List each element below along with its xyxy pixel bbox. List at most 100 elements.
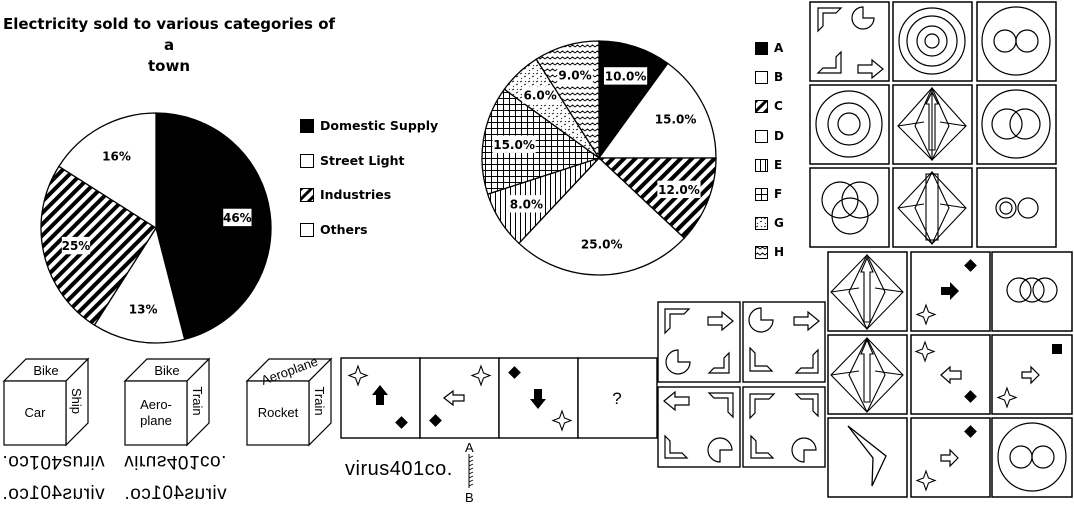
diamond-icon bbox=[429, 414, 442, 427]
pie2-legend-item: B bbox=[755, 70, 783, 84]
overlapping-circles-icon bbox=[981, 89, 1051, 159]
l-shape-icon bbox=[817, 7, 843, 33]
pie-label-background bbox=[102, 147, 131, 165]
pie-data-label: 13% bbox=[129, 302, 158, 316]
arrow-left-icon bbox=[443, 389, 465, 407]
pie2-legend-label: H bbox=[774, 245, 785, 259]
legend-swatch-grid bbox=[755, 187, 768, 201]
sequence-frame-2 bbox=[429, 364, 492, 427]
pie1-legend-label: Industries bbox=[320, 187, 392, 202]
legend-swatch-white bbox=[300, 153, 314, 168]
l-shape-icon bbox=[749, 346, 774, 372]
cube-3-front-label: Rocket bbox=[258, 405, 299, 420]
pie2-legend-label: D bbox=[774, 129, 784, 143]
mirror-watermark-row-1: virus401co. virus401co. bbox=[2, 450, 227, 472]
pie2-legend-item: G bbox=[755, 216, 784, 230]
pie-slice bbox=[517, 157, 686, 276]
legend-swatch-wave bbox=[755, 245, 768, 259]
pie-label-background bbox=[654, 109, 698, 128]
corner-figure-3 bbox=[663, 390, 734, 463]
pacman-icon bbox=[665, 349, 691, 375]
pie2-legend-item: E bbox=[755, 158, 782, 172]
arrow-left-icon bbox=[663, 390, 690, 412]
pie-data-label: 8.0% bbox=[510, 197, 543, 211]
square-icon bbox=[1052, 344, 1062, 354]
l-shape-icon bbox=[750, 434, 775, 459]
legend-swatch-diag bbox=[755, 99, 768, 113]
four-point-star-icon bbox=[915, 469, 937, 492]
pie1-chart: 46% 13% 25% 16% bbox=[40, 112, 272, 344]
mirrored-watermark-text: virus401co. bbox=[124, 451, 227, 472]
arrow-right-icon bbox=[1021, 365, 1040, 385]
four-point-star-icon bbox=[347, 364, 369, 387]
pie-data-label: 12.0% bbox=[658, 183, 700, 197]
two-circles-icon bbox=[981, 6, 1051, 76]
pie2-chart: 10.0%15.0%12.0%25.0%8.0%15.0%6.0%9.0% bbox=[481, 40, 717, 276]
l-shape-icon bbox=[794, 393, 819, 418]
sequence-figure bbox=[996, 344, 1062, 409]
pie-data-label: 25% bbox=[62, 239, 91, 253]
corner-figures-grid bbox=[657, 301, 826, 468]
cube-1-top-label: Bike bbox=[33, 363, 58, 378]
concentric-circles-icon bbox=[898, 7, 966, 75]
pie1-title-line2: town bbox=[147, 57, 190, 75]
pie2-legend-label: F bbox=[774, 187, 783, 201]
pie1-legend-item: Industries bbox=[300, 187, 391, 202]
legend-swatch-diag bbox=[300, 187, 314, 202]
pie-data-label: 15.0% bbox=[493, 138, 535, 152]
mirror-line-icon bbox=[468, 454, 474, 488]
cube-2-front-label-line1: Aero- bbox=[140, 397, 172, 412]
pie2-legend-item: D bbox=[755, 129, 784, 143]
figure-grid-bottom bbox=[827, 251, 1073, 498]
cube-2-top-label: Bike bbox=[154, 363, 179, 378]
pie2-legend: A B C D E F G H bbox=[755, 41, 805, 261]
pie-data-label: 16% bbox=[102, 149, 131, 163]
pie-label-background bbox=[61, 236, 91, 255]
arrow-right-icon bbox=[793, 310, 820, 332]
pie-slice bbox=[93, 226, 186, 344]
pie2-legend-item: F bbox=[755, 187, 782, 201]
four-point-star-icon bbox=[551, 409, 573, 432]
four-point-star-icon bbox=[914, 340, 936, 363]
cube-3-side-label: Train bbox=[312, 386, 327, 415]
four-point-star-icon bbox=[915, 303, 937, 326]
l-shape-icon bbox=[707, 351, 730, 374]
pie-label-background bbox=[657, 180, 701, 199]
pie-data-label: 46% bbox=[223, 211, 252, 225]
mirrored-watermark-text: virus401co. bbox=[2, 451, 105, 472]
cube-1-side-label: Ship bbox=[69, 388, 84, 414]
pie-slice bbox=[40, 165, 157, 326]
figure-grid-top bbox=[809, 1, 1057, 248]
corner-figure-2 bbox=[748, 307, 820, 374]
pacman-icon bbox=[791, 437, 817, 463]
pie-data-label: 6.0% bbox=[523, 89, 556, 103]
legend-swatch-dots bbox=[755, 216, 768, 230]
cube-3: Aeroplane Rocket Train bbox=[245, 355, 333, 447]
arrow-right-icon bbox=[707, 310, 734, 332]
pie2-legend-label: G bbox=[774, 216, 784, 230]
kite-figure-icon bbox=[897, 170, 967, 246]
pie-label-background bbox=[129, 299, 158, 318]
pie2-legend-item: H bbox=[755, 245, 784, 259]
l-shape-icon bbox=[749, 393, 776, 420]
pie2-legend-item: A bbox=[755, 41, 783, 55]
pacman-icon bbox=[748, 307, 774, 333]
legend-swatch-white bbox=[755, 129, 768, 143]
pie1-legend-label: Others bbox=[320, 222, 368, 237]
mirror-label-a: A bbox=[465, 440, 474, 455]
mirror-question-text: virus401co. bbox=[345, 458, 453, 480]
pie2-legend-label: B bbox=[774, 70, 784, 84]
mirror-question: virus401co. A B bbox=[345, 440, 485, 510]
pie1-legend-item: Street Light bbox=[300, 153, 405, 168]
kite-figure-icon bbox=[830, 253, 904, 331]
two-circles-icon bbox=[997, 422, 1067, 492]
pie2-legend-label: C bbox=[774, 99, 783, 113]
corner-figure-1 bbox=[664, 308, 734, 375]
l-shape-icon bbox=[794, 348, 819, 374]
l-shape-icon bbox=[707, 392, 734, 419]
pie-label-background bbox=[557, 66, 593, 84]
pie2-legend-label: E bbox=[774, 158, 783, 172]
legend-swatch-white bbox=[755, 70, 768, 84]
pie1-title: Electricity sold to various categories o… bbox=[0, 14, 338, 77]
sequence-strip: ? bbox=[340, 357, 658, 439]
